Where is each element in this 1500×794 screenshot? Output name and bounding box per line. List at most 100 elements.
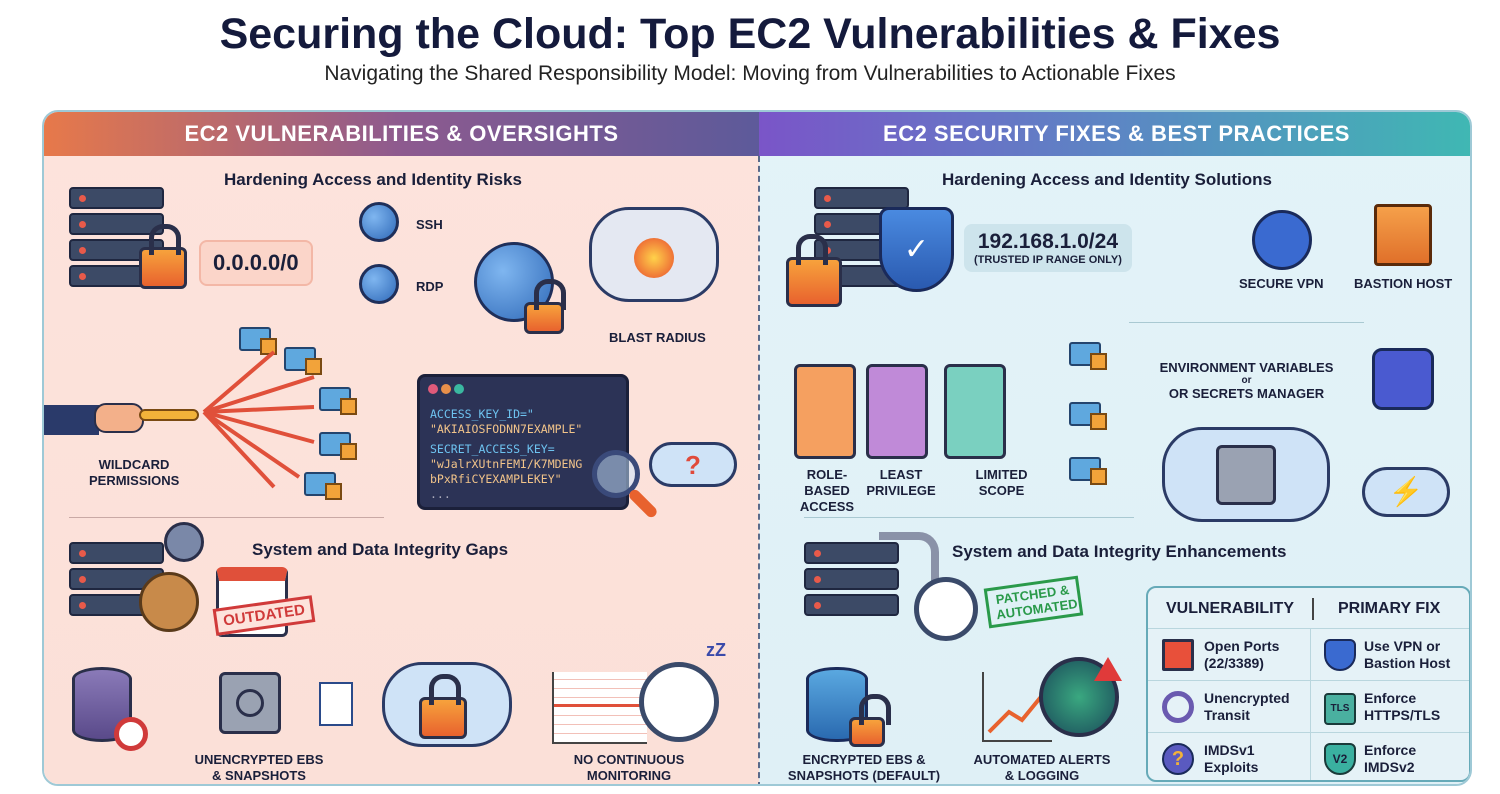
- globe-door-icon: [359, 202, 399, 242]
- safe-icon: [219, 672, 281, 734]
- v2-shield-icon: V2: [1324, 743, 1356, 775]
- folder-icon: [1069, 342, 1107, 370]
- shield-check-icon: ✓: [879, 207, 954, 292]
- alert-icon: [1094, 657, 1122, 681]
- permission-arrows: [202, 350, 315, 489]
- code-line: ACCESS_KEY_ID=": [430, 407, 534, 421]
- table-row: Unencrypted Transit TLS Enforce HTTPS/TL…: [1148, 680, 1469, 732]
- folder-icon: [1069, 402, 1107, 430]
- padlock-icon: [849, 694, 891, 747]
- code-line: "AKIAIOSFODNN7EXAMPLE": [430, 422, 583, 436]
- shield-lock-icon: [1324, 639, 1356, 671]
- table-header-fix: PRIMARY FIX: [1338, 600, 1441, 617]
- hidden-secret-icon: [1372, 348, 1434, 410]
- ssh-label: SSH: [416, 217, 443, 232]
- vulnerability-cell: Open Ports (22/3389): [1204, 638, 1280, 671]
- least-privilege-label: LEAST PRIVILEGE: [866, 467, 936, 498]
- open-door-icon: [1162, 639, 1194, 671]
- trusted-cidr: 192.168.1.0/24: [977, 230, 1119, 253]
- gear-icon: [164, 522, 204, 562]
- bastion-host-label: BASTION HOST: [1354, 276, 1453, 291]
- folder-icon: [319, 387, 357, 415]
- privilege-card-icon: [866, 364, 928, 459]
- code-line: ...: [430, 487, 451, 501]
- folder-icon: [284, 347, 322, 375]
- access-risks-title: Hardening Access and Identity Risks: [224, 170, 522, 189]
- folder-icon: [1069, 457, 1107, 485]
- table-row: Open Ports (22/3389) Use VPN or Bastion …: [1148, 628, 1469, 680]
- explosion-cloud-icon: [589, 207, 719, 302]
- column-divider: [1310, 628, 1311, 780]
- role-based-label: ROLE-BASED ACCESS: [799, 467, 855, 514]
- page-title: Securing the Cloud: Top EC2 Vulnerabilit…: [219, 10, 1281, 58]
- section-divider: [804, 517, 1134, 518]
- wildcard-permissions-label: WILDCARD PERMISSIONS: [89, 457, 180, 488]
- table-row: ? IMDSv1 Exploits V2 Enforce IMDSv2: [1148, 732, 1469, 780]
- folder-icon: [304, 472, 342, 500]
- database-icon: [806, 667, 868, 742]
- integrity-enhancements-title: System and Data Integrity Enhancements: [952, 542, 1287, 561]
- sleeping-zzz: zZ: [706, 640, 726, 660]
- alerts-logging-label: AUTOMATED ALERTS & LOGGING: [973, 752, 1111, 783]
- lightning-cloud-icon: ⚡: [1362, 467, 1450, 517]
- role-card-icon: [794, 364, 856, 459]
- hand-key-icon: [44, 397, 199, 437]
- code-line: bPxRfiCYEXAMPLEKEY": [430, 472, 562, 486]
- vpn-lock-icon: [1252, 210, 1312, 270]
- alarm-clock-icon: [639, 662, 719, 742]
- rdp-label: RDP: [416, 279, 444, 294]
- vulnerability-fix-table: VULNERABILITY PRIMARY FIX Open Ports (22…: [1146, 586, 1470, 782]
- code-line: "wJalrXUtnFEMI/K7MDENG: [430, 457, 583, 471]
- padlock-icon: [786, 234, 842, 307]
- scope-card-icon: [944, 364, 1006, 459]
- fixes-header: EC2 SECURITY FIXES & BEST PRACTICES: [759, 112, 1470, 156]
- fix-cell: Enforce IMDSv2: [1364, 742, 1417, 775]
- stopwatch-icon: [914, 577, 978, 641]
- vulnerability-cell: IMDSv1 Exploits: [1204, 742, 1259, 775]
- unlocked-padlock-icon: [419, 674, 467, 739]
- or-text: or: [1241, 375, 1252, 386]
- header-separator: [1312, 598, 1314, 620]
- tls-lock-icon: TLS: [1324, 693, 1356, 725]
- blast-radius-label: BLAST RADIUS: [609, 330, 706, 345]
- fix-cell: Enforce HTTPS/TLS: [1364, 690, 1441, 723]
- unlocked-padlock-icon: [139, 224, 187, 289]
- table-header-vulnerability: VULNERABILITY: [1166, 600, 1294, 617]
- unknown-cloud-icon: ?: [649, 442, 737, 487]
- broken-gear-icon: [139, 572, 199, 632]
- unencrypted-ebs-label: UNENCRYPTED EBS & SNAPSHOTS: [194, 752, 324, 783]
- server-icon: [804, 542, 899, 642]
- comparison-panel: EC2 VULNERABILITIES & OVERSIGHTS EC2 SEC…: [42, 110, 1472, 786]
- section-divider: [69, 517, 384, 518]
- section-divider: [1129, 322, 1364, 323]
- broken-chain-icon: [1162, 691, 1194, 723]
- rising-chart-icon: [982, 672, 1052, 742]
- limited-scope-label: LIMITED SCOPE: [975, 467, 1028, 498]
- access-solutions-title: Hardening Access and Identity Solutions: [942, 170, 1272, 189]
- code-line: SECRET_ACCESS_KEY=: [430, 442, 555, 456]
- no-monitoring-label: NO CONTINUOUS MONITORING: [573, 752, 685, 783]
- robot-arm-icon: [879, 532, 939, 602]
- secrets-label: ENVIRONMENT VARIABLES or OR SECRETS MANA…: [1154, 360, 1339, 402]
- prohibited-icon: [114, 717, 148, 751]
- padlock-icon: [524, 279, 566, 334]
- document-icon: [319, 682, 353, 726]
- secrets-manager-text: OR SECRETS MANAGER: [1168, 386, 1325, 401]
- question-icon: ?: [1162, 743, 1194, 775]
- integrity-gaps-title: System and Data Integrity Gaps: [252, 540, 509, 559]
- encrypted-ebs-label: ENCRYPTED EBS & SNAPSHOTS (DEFAULT): [787, 752, 941, 783]
- vulnerabilities-header: EC2 VULNERABILITIES & OVERSIGHTS: [44, 112, 759, 156]
- folder-icon: [319, 432, 357, 460]
- center-divider: [758, 156, 760, 784]
- secure-cloud-icon: [1162, 427, 1330, 522]
- globe-door-icon: [359, 264, 399, 304]
- trusted-cidr-badge: 192.168.1.0/24 (TRUSTED IP RANGE ONLY): [964, 224, 1132, 272]
- bastion-host-icon: [1374, 204, 1432, 266]
- page-subtitle: Navigating the Shared Responsibility Mod…: [324, 62, 1176, 85]
- env-vars-text: ENVIRONMENT VARIABLES: [1159, 360, 1334, 375]
- flat-chart-icon: [552, 672, 647, 744]
- open-cidr-badge: 0.0.0.0/0: [199, 240, 313, 286]
- vulnerability-cell: Unencrypted Transit: [1204, 690, 1290, 723]
- trusted-cidr-note: (TRUSTED IP RANGE ONLY): [974, 254, 1122, 266]
- fix-cell: Use VPN or Bastion Host: [1364, 638, 1451, 671]
